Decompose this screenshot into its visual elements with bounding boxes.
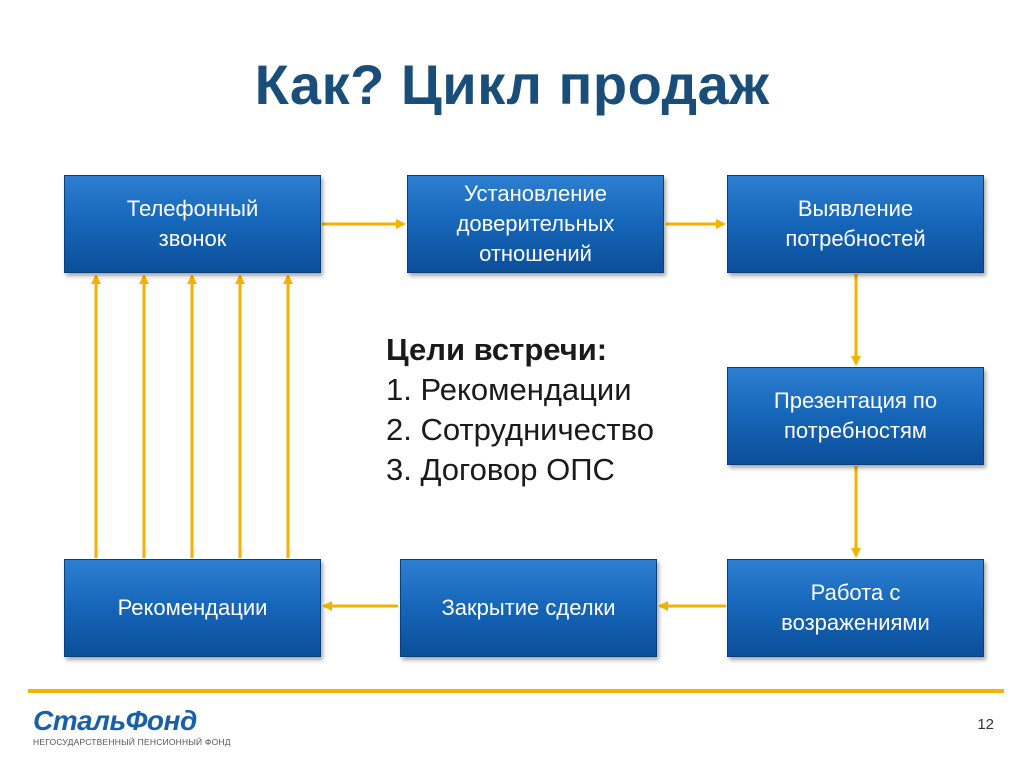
box-line: Закрытие сделки [441,595,616,620]
footer-divider [28,689,1004,693]
box-presentation: Презентация по потребностям [727,367,984,465]
box-line: Работа с [810,580,901,605]
box-line: Выявление [797,196,914,221]
box-line: Рекомендации [117,595,268,620]
company-logo: СтальФонд НЕГОСУДАРСТВЕННЫЙ ПЕНСИОННЫЙ Ф… [33,706,233,756]
logo-wordmark: СтальФонд [33,705,197,736]
page-number: 12 [977,716,994,733]
box-line: Телефонный [126,196,259,221]
goals-title: Цели встречи: [386,332,608,367]
goal-item: 3. Договор ОПС [386,452,615,487]
box-line: Презентация по [773,388,938,413]
box-needs: Выявление потребностей [727,175,984,273]
box-objections: Работа с возражениями [727,559,984,657]
box-line: доверительных [456,211,615,236]
logo-subtitle: НЕГОСУДАРСТВЕННЫЙ ПЕНСИОННЫЙ ФОНД [33,737,231,747]
box-line: отношений [479,241,592,266]
goal-item: 1. Рекомендации [386,372,632,407]
box-line: возражениями [781,610,930,635]
box-closing: Закрытие сделки [400,559,657,657]
meeting-goals: Цели встречи: 1. Рекомендации 2. Сотрудн… [386,330,654,490]
box-line: потребностей [785,226,926,251]
box-recommendations: Рекомендации [64,559,321,657]
box-phone-call: Телефонный звонок [64,175,321,273]
box-trust: Установление доверительных отношений [407,175,664,273]
box-line: Установление [464,181,607,206]
box-line: звонок [158,226,227,251]
slide-title: Как? Цикл продаж [254,53,770,116]
box-line: потребностям [783,418,928,443]
goal-item: 2. Сотрудничество [386,412,654,447]
